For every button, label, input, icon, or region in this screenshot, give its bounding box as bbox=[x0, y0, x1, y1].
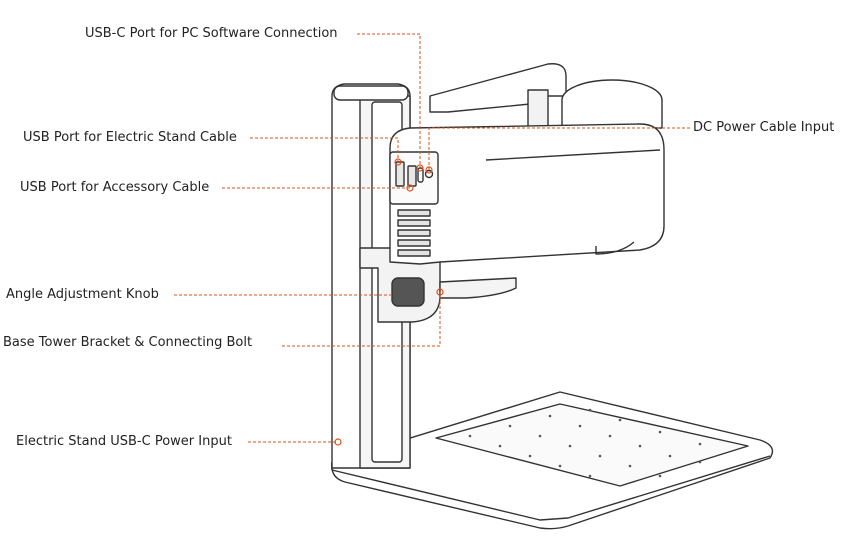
adjustment-knob bbox=[391, 277, 425, 307]
column-top bbox=[333, 85, 409, 101]
label-base-bracket: Base Tower Bracket & Connecting Bolt bbox=[3, 335, 253, 350]
usb-port-b bbox=[407, 165, 417, 187]
label-stand-usbc-power: Electric Stand USB-C Power Input bbox=[16, 434, 232, 449]
leader-dots bbox=[334, 158, 444, 446]
work-area bbox=[435, 403, 749, 487]
work-area-grid bbox=[468, 408, 702, 478]
label-dc-power: DC Power Cable Input bbox=[693, 120, 835, 135]
label-angle-knob: Angle Adjustment Knob bbox=[6, 287, 159, 302]
leader-dc-power bbox=[428, 127, 690, 170]
laser-nozzle bbox=[439, 277, 517, 299]
leader-usbc-pc bbox=[357, 33, 421, 168]
laser-bottom-cyl bbox=[595, 241, 635, 255]
leader-usb-stand bbox=[250, 137, 399, 162]
vent-slots bbox=[397, 209, 431, 257]
leader-lines bbox=[174, 33, 690, 443]
label-usb-accessory: USB Port for Accessory Cable bbox=[20, 180, 210, 195]
laser-body bbox=[389, 123, 665, 265]
laser-side bbox=[485, 149, 661, 161]
label-usbc-pc: USB-C Port for PC Software Connection bbox=[85, 26, 338, 41]
leader-base-bracket bbox=[282, 292, 441, 347]
label-usb-stand: USB Port for Electric Stand Cable bbox=[23, 130, 237, 145]
top-arm bbox=[429, 63, 567, 113]
usb-port-a bbox=[395, 161, 405, 187]
